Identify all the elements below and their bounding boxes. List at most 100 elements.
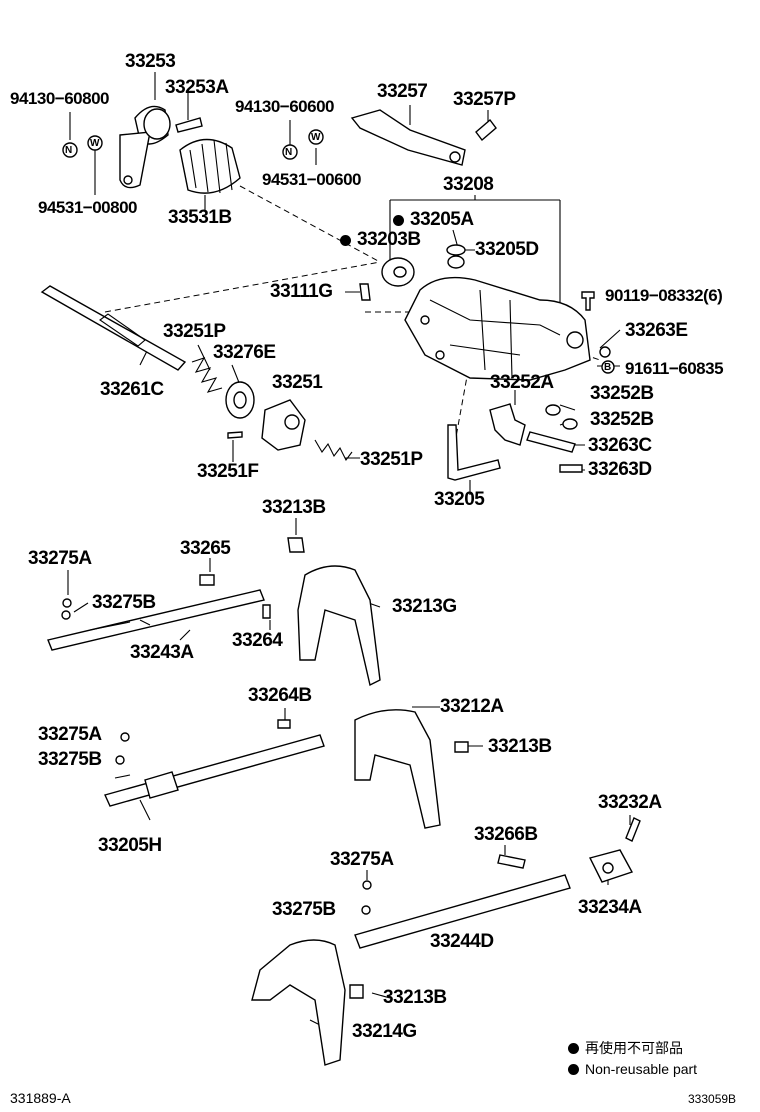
- part-label: 94130−60600: [235, 97, 334, 116]
- part-label: 94531−00600: [262, 170, 361, 189]
- part-label: 33244D: [430, 931, 494, 952]
- part-33213B: [287, 537, 305, 553]
- part-33213B: [454, 741, 469, 753]
- part-label: 33205H: [98, 835, 162, 856]
- non-reusable-dot-icon: [393, 215, 404, 226]
- non-reusable-dot-icon: [340, 235, 351, 246]
- part-label: 33257: [377, 81, 428, 102]
- part-33257: [350, 109, 466, 166]
- b-marker-icon: [601, 360, 615, 374]
- w-marker-icon: [87, 135, 103, 151]
- legend-jp: 再使用不可部品: [568, 1040, 683, 1056]
- part-label: 33263C: [588, 435, 652, 456]
- part-33252B: [562, 418, 578, 430]
- part-label: 33257P: [453, 89, 516, 110]
- part-33261C: [40, 285, 187, 371]
- part-label: 33203B: [340, 230, 421, 250]
- part-label: 33251: [272, 372, 323, 393]
- w-marker-label: W: [90, 138, 100, 149]
- non-reusable-dot-icon: [568, 1043, 579, 1054]
- part-label: 33266B: [474, 824, 538, 845]
- legend-en: Non-reusable part: [568, 1061, 697, 1077]
- part-label: 33276E: [213, 342, 276, 363]
- part-label: 33261C: [100, 379, 164, 400]
- part-label: 33214G: [352, 1021, 417, 1042]
- n-marker-label: N: [65, 145, 73, 156]
- part-label: 33208: [443, 174, 494, 195]
- non-reusable-dot-icon: [568, 1064, 579, 1075]
- b-marker-label: B: [604, 362, 612, 373]
- part-label: 33275B: [92, 592, 156, 613]
- part-33244D: [354, 874, 571, 949]
- part-label: 33251P: [163, 321, 226, 342]
- part-33205H: [104, 734, 325, 807]
- w-marker-icon: [308, 129, 324, 145]
- assembly-line: [104, 261, 381, 313]
- part-label: 33212A: [440, 696, 504, 717]
- part-label: 33275A: [38, 724, 102, 745]
- part-33252B: [545, 404, 561, 416]
- part-33251: [261, 399, 306, 451]
- part-label: 33252B: [590, 383, 654, 404]
- part-33257P: [475, 118, 497, 142]
- part-33253A: [175, 117, 203, 133]
- n-marker-icon: [282, 144, 298, 160]
- part-33214G: [251, 939, 346, 1066]
- part-label: 33213G: [392, 596, 457, 617]
- figure-id-left: 331889-A: [10, 1090, 71, 1106]
- part-33275B: [61, 610, 71, 620]
- part-33266B: [497, 854, 526, 869]
- part-33265: [199, 574, 215, 586]
- part-label: 33263D: [588, 459, 652, 480]
- part-label: 33275A: [28, 548, 92, 569]
- part-label: 33205A: [393, 210, 474, 230]
- part-label: 33205D: [475, 239, 539, 260]
- part-33264: [262, 604, 271, 619]
- part-33251P-spring: [314, 439, 353, 462]
- part-33111G: [359, 283, 371, 301]
- part-label: 33251F: [197, 461, 259, 482]
- part-label: 33253A: [165, 77, 229, 98]
- part-33251F: [227, 431, 243, 439]
- part-33263D: [559, 464, 583, 473]
- part-33275A: [62, 598, 72, 608]
- assembly-line: [239, 185, 381, 263]
- part-label: 91611−60835: [625, 359, 724, 378]
- part-label: 33243A: [130, 642, 194, 663]
- part-label: 33213B: [488, 736, 552, 757]
- part-label: 33234A: [578, 897, 642, 918]
- part-label: 33251P: [360, 449, 423, 470]
- n-marker-label: N: [285, 147, 293, 158]
- part-label: 33264: [232, 630, 283, 651]
- part-33252A: [489, 403, 526, 446]
- n-marker-icon: [62, 142, 78, 158]
- part-33264B: [277, 719, 291, 729]
- part-33205D: [446, 244, 466, 256]
- part-33212A: [354, 709, 441, 829]
- part-label: 33275B: [38, 749, 102, 770]
- part-33208-housing: [404, 276, 591, 381]
- figure-id-right: 333059B: [688, 1092, 737, 1106]
- part-33251P-spring: [191, 357, 223, 393]
- part-label: 33111G: [270, 281, 333, 302]
- part-label: 33253: [125, 51, 176, 72]
- part-label: 33232A: [598, 792, 662, 813]
- part-label: 33531B: [168, 207, 232, 228]
- part-label: 33252A: [490, 372, 554, 393]
- part-label: 90119−08332(6): [605, 286, 723, 305]
- part-33263C: [526, 431, 576, 453]
- w-marker-label: W: [311, 132, 321, 143]
- part-33205: [447, 424, 501, 481]
- part-label: 33213B: [383, 987, 447, 1008]
- part-33263E: [599, 346, 611, 358]
- part-label: 33205: [434, 489, 485, 510]
- part-90119: [581, 291, 595, 311]
- part-label: 33264B: [248, 685, 312, 706]
- part-label: 33275B: [272, 899, 336, 920]
- part-33275A: [120, 732, 130, 742]
- part-33213B: [349, 984, 364, 999]
- part-label: 33275A: [330, 849, 394, 870]
- part-label: 94130−60800: [10, 89, 109, 108]
- part-label: 33213B: [262, 497, 326, 518]
